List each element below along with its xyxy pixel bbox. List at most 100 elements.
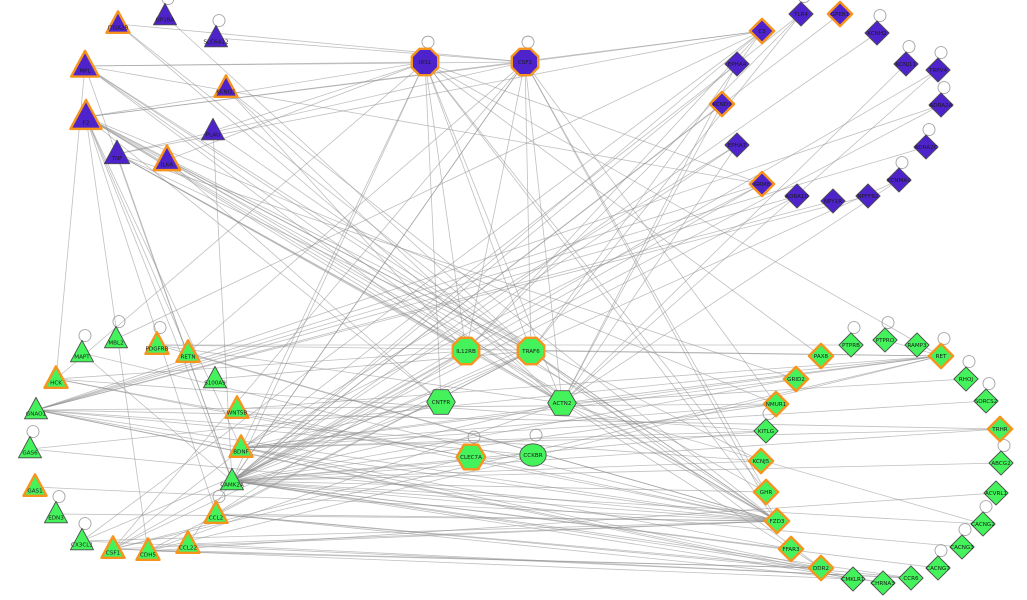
edge-RETN-FZD3 [187, 352, 778, 522]
edge-IL6R-IRS1 [166, 61, 426, 161]
triangle-shape [224, 395, 250, 419]
node-CACNG2[interactable]: CACNG2 [970, 511, 996, 537]
node-FFAR3[interactable]: FFAR3 [777, 535, 805, 563]
node-CACNG7[interactable]: CACNG7 [925, 555, 951, 581]
triangle-shape [69, 527, 95, 551]
node-TRHR[interactable]: TRHR [986, 415, 1014, 443]
node-CCR6[interactable]: CCR6 [898, 565, 924, 591]
edge-CAMK2A-CHRNA3 [231, 480, 884, 584]
node-NPFFR2[interactable]: NPFFR2 [855, 183, 881, 209]
node-EDN3[interactable]: EDN3 [44, 500, 69, 524]
node-TRAF6[interactable]: TRAF6 [516, 336, 546, 366]
self-loop-PTPRO [881, 316, 895, 330]
node-MPL[interactable]: MPL [69, 49, 101, 78]
node-KCNJ5[interactable]: KCNJ5 [747, 447, 775, 475]
node-KCNMA1[interactable]: KCNMA1 [886, 167, 912, 193]
node-TRPV4[interactable]: TRPV4 [925, 57, 951, 83]
edge-BDNF-NMUR1 [240, 403, 777, 449]
edge-TRAF6-DDR2 [530, 350, 822, 569]
self-loop-KCNMA1 [895, 156, 909, 170]
edge-GRM8-CAMK2A [231, 183, 763, 482]
edge-TNF-C3 [116, 30, 763, 155]
edge-F2-NMUR1 [85, 116, 777, 405]
diamond-shape [970, 511, 996, 537]
node-GRM8[interactable]: GRM8 [748, 170, 776, 198]
node-HCK[interactable]: HCK [43, 365, 69, 389]
node-KCND3[interactable]: KCND3 [708, 90, 736, 118]
edge-F2-IRS1 [85, 61, 426, 118]
edge-CLEC7A-CSF1 [112, 456, 472, 550]
diamond-shape [898, 565, 924, 591]
node-SORCS2[interactable]: SORCS2 [973, 388, 999, 414]
edge-ADRA2A-CAMK2A [231, 104, 942, 482]
edge-F2-RETN [85, 116, 189, 354]
node-WNT5B[interactable]: WNT5B [224, 395, 250, 419]
node-CX3CL1[interactable]: CX3CL1 [69, 527, 95, 551]
node-ABCG2[interactable]: ABCG2 [988, 450, 1014, 476]
edge-EPHA7-BDNF [240, 144, 738, 449]
diamond-shape [986, 415, 1014, 443]
node-GAS1[interactable]: GAS1 [22, 473, 48, 497]
node-KCNQ1[interactable]: KCNQ1 [213, 74, 239, 99]
edge-CSF2-C3 [524, 30, 763, 63]
node-CCL2[interactable]: CCL2 [203, 500, 229, 524]
node-ADRA2C[interactable]: ADRA2C [913, 134, 939, 160]
node-PTPRO[interactable]: PTPRO [872, 327, 898, 353]
node-ADRA2A[interactable]: ADRA2A [928, 92, 954, 118]
node-IRS1[interactable]: IRS1 [410, 47, 440, 77]
edge-ACTN2-RET [561, 355, 942, 404]
edge-MAPT-FZD3 [81, 352, 778, 522]
node-CLEC7A[interactable]: CLEC7A [455, 443, 487, 471]
diamond-shape [788, 1, 814, 27]
diamond-shape [925, 57, 951, 83]
edge-TRPV4-ACTN2 [561, 69, 939, 404]
node-MBL2[interactable]: MBL2 [103, 325, 129, 349]
edge-CAMK2A-KCNJ5 [231, 460, 762, 482]
node-PLAU[interactable]: PLAU [200, 117, 226, 141]
node-RHOJ[interactable]: RHOJ [953, 366, 979, 392]
node-GHR[interactable]: GHR [752, 478, 780, 506]
triangle-shape [18, 435, 42, 459]
diamond-shape [777, 535, 805, 563]
node-ACVRL1[interactable]: ACVRL1 [983, 480, 1009, 506]
edge-TLR4-TRAF6 [530, 13, 802, 352]
edge-IRS1-CAMK2A [231, 61, 426, 482]
node-IL6R[interactable]: IL6R [152, 144, 182, 172]
triangle-shape [219, 467, 245, 491]
node-GPER1[interactable]: GPER1 [826, 0, 854, 28]
node-SLC6A12[interactable]: SLC6A12 [203, 24, 229, 48]
node-MAPT[interactable]: MAPT [69, 339, 95, 363]
node-F2[interactable]: F2 [69, 98, 103, 131]
node-NPY1R[interactable]: NPY1R [820, 188, 846, 214]
diamond-shape [724, 51, 750, 77]
edge-GNAO1-FZD3 [35, 409, 778, 522]
node-CSF2[interactable]: CSF2 [510, 47, 540, 77]
edge-IRS1-HCK [55, 61, 426, 380]
edge-EPHA7-ACTN2 [561, 144, 738, 404]
node-PDGFRB[interactable]: PDGFRB [144, 331, 170, 355]
diamond-shape [748, 170, 776, 198]
edge-TRPV4-CAMK2A [231, 69, 939, 482]
node-GAS6[interactable]: GAS6 [18, 435, 42, 459]
node-IL12RB[interactable]: IL12RB [451, 336, 481, 366]
node-EPHA4[interactable]: EPHA4 [724, 51, 750, 77]
node-KCNH2[interactable]: KCNH2 [864, 20, 890, 46]
node-C3[interactable]: C3 [748, 17, 776, 45]
node-GP1BA[interactable]: GP1BA [152, 2, 178, 26]
node-S100A9[interactable]: S100A9 [202, 365, 228, 389]
node-RAMP3[interactable]: RAMP3 [904, 332, 930, 358]
node-CCKBR[interactable]: CCKBR [519, 443, 547, 467]
edge-F2-BDNF [85, 116, 242, 449]
self-loop-GP1BA [161, 0, 175, 6]
node-CACNG3[interactable]: CACNG3 [949, 534, 975, 560]
node-PTPRB[interactable]: PTPRB [838, 332, 864, 358]
node-NMUR1[interactable]: NMUR1 [762, 390, 790, 418]
diamond-shape [747, 447, 775, 475]
triangle-shape [43, 365, 69, 389]
node-ITGA2B[interactable]: ITGA2B [105, 10, 131, 34]
node-KITLG[interactable]: KITLG [753, 418, 779, 444]
edge-C3-TRAF6 [530, 30, 763, 352]
triangle-shape [203, 24, 229, 48]
node-RET[interactable]: RET [927, 342, 955, 370]
